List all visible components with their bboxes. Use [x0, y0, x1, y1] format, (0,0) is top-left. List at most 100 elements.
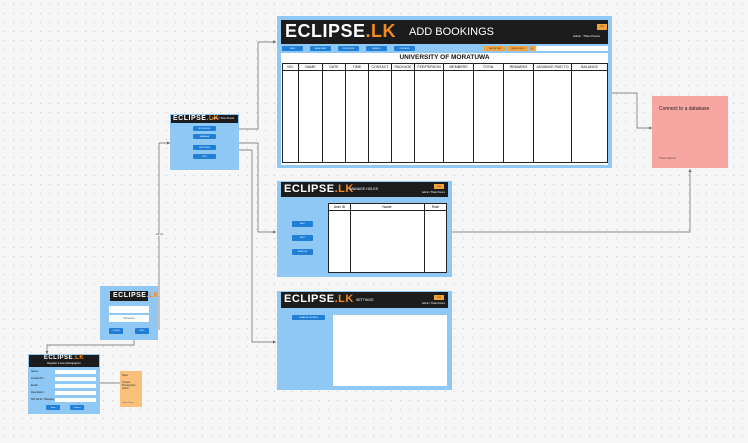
- logout-button[interactable]: LOG: [434, 295, 444, 300]
- brand-logo: ECLIPSE.LK: [284, 293, 354, 305]
- col-header: Name: [382, 205, 392, 209]
- connector-dashboard-settings: [239, 149, 276, 343]
- user-label: Admin : Tharu Perera: [573, 34, 600, 38]
- page-title: SETTINGS: [356, 298, 374, 302]
- brand-logo: ECLIPSE.LK: [113, 292, 160, 299]
- toolbar-save-button[interactable]: SAVE NEW: [310, 46, 331, 51]
- col-header: REMARKS: [503, 63, 534, 71]
- toolbar-cancel-button[interactable]: CANCEL: [366, 46, 387, 51]
- menu-exit-button[interactable]: EXIT: [193, 154, 216, 159]
- connector-login-dashboard: [158, 142, 170, 330]
- bookings-table: NO. NAME DATE TIME CONTACT PACKAGE FEE/P…: [282, 63, 608, 163]
- note-author: Tharu Perera: [122, 402, 134, 404]
- col-header: Role: [432, 205, 439, 209]
- search-input[interactable]: [536, 46, 608, 51]
- edit-button[interactable]: EDIT: [292, 235, 313, 241]
- field-label-email: Email :: [31, 384, 39, 387]
- username-input[interactable]: [109, 306, 149, 313]
- menu-bookings-button[interactable]: BOOKINGS: [193, 126, 216, 131]
- save-button[interactable]: Save: [46, 405, 60, 410]
- menu-settings-button[interactable]: SETTINGS: [193, 145, 216, 150]
- manage-table: User ID Name Role: [328, 203, 447, 273]
- brand-logo: ECLIPSE.LK: [285, 21, 397, 41]
- logout-button[interactable]: LOG: [434, 184, 444, 189]
- period-select[interactable]: PERIOD 2024: [507, 46, 528, 51]
- database-sticky-note: Connect to a database Tharu Perera: [652, 96, 728, 168]
- col-divider: [350, 204, 351, 273]
- connector-dashboard-bookings: [239, 41, 276, 130]
- cancel-button[interactable]: Cancel: [70, 405, 84, 410]
- note-text: Connect to a database: [659, 106, 710, 112]
- change-details-button[interactable]: CHANGE DETAILS: [292, 315, 325, 320]
- toolbar-new-button[interactable]: NEW: [282, 46, 303, 51]
- settings-header: ECLIPSE.LK SETTINGS LOG Admin / Tharu Pe…: [281, 292, 448, 308]
- manage-frame: ECLIPSE.LK MANAGE HOLES LOG Admin / Thar…: [277, 181, 452, 277]
- col-header: FEE/PERSON: [414, 63, 444, 71]
- bookings-header: ECLIPSE.LK ADD BOOKINGS LOG Admin : Thar…: [281, 20, 608, 44]
- col-header: CONTACT: [368, 63, 392, 71]
- brand-logo: ECLIPSE.LK: [43, 355, 85, 361]
- page-title: MANAGE HOLES: [350, 187, 379, 191]
- register-subtitle: Register a new photographer: [47, 362, 81, 365]
- dashboard-header: ECLIPSE.LK Admin / Tharu Perera: [171, 115, 238, 123]
- add-bookings-frame: ECLIPSE.LK ADD BOOKINGS LOG Admin : Thar…: [277, 16, 612, 168]
- register-frame: ECLIPSE.LK Register a new photographer N…: [28, 354, 100, 414]
- password-input[interactable]: Password: [109, 315, 149, 322]
- page-title: ADD BOOKINGS: [409, 26, 494, 38]
- connector-dashboard-manage: [239, 142, 276, 233]
- user-label: Admin / Tharu Perera: [422, 191, 445, 194]
- brand-logo: ECLIPSE.LK: [284, 183, 354, 195]
- login-header: ECLIPSE.LK: [110, 291, 159, 301]
- table-body-row: [282, 70, 608, 163]
- col-header: NO.: [282, 63, 299, 71]
- note-line: Contact: [122, 381, 131, 384]
- email-input[interactable]: [55, 384, 96, 388]
- col-header: DATE: [322, 63, 346, 71]
- col-header: MEMBERS: [443, 63, 474, 71]
- register-button[interactable]: REG: [135, 328, 149, 334]
- contact-input[interactable]: [55, 377, 96, 381]
- col-divider: [424, 204, 425, 273]
- dashboard-frame: ECLIPSE.LK Admin / Tharu Perera BOOKINGS…: [170, 114, 239, 170]
- brand-logo: ECLIPSE.LK: [173, 115, 220, 122]
- password-label: Password: [123, 317, 135, 320]
- col-header: TIME: [345, 63, 369, 71]
- bookings-table-panel: UNIVERSITY OF MORATUWA NO. NAME DATE TIM…: [281, 53, 608, 165]
- col-header: TOTAL: [473, 63, 504, 71]
- remove-button[interactable]: REMOVE: [292, 249, 313, 255]
- field-label-name: Name :: [31, 370, 40, 373]
- manage-header: ECLIPSE.LK MANAGE HOLES LOG Admin / Thar…: [281, 182, 448, 197]
- connector-manage-db: [452, 169, 691, 233]
- col-header: ADVANCE PAID TO: [533, 63, 572, 71]
- connector-bookings-db: [612, 92, 652, 129]
- field-label-contact: Contact No :: [31, 377, 45, 380]
- bookings-header-row: NO. NAME DATE TIME CONTACT PACKAGE FEE/P…: [282, 63, 608, 71]
- table-header-line: [329, 210, 447, 211]
- col-header: BALANCE: [571, 63, 608, 71]
- settings-panel: [333, 315, 447, 386]
- col-header: PACKAGE: [391, 63, 415, 71]
- note-line: Name: [122, 374, 129, 377]
- field-label-description: Description :: [31, 391, 45, 394]
- logout-button[interactable]: LOG: [597, 24, 607, 30]
- col-header: User ID: [333, 205, 346, 209]
- toolbar-discard-button[interactable]: DISCARD: [394, 46, 415, 51]
- register-header: ECLIPSE.LK Register a new photographer: [29, 355, 99, 367]
- name-input[interactable]: [55, 370, 96, 374]
- report-button[interactable]: REPORT ME: [484, 46, 506, 51]
- note-line: Photography: [122, 384, 136, 387]
- register-sticky-note: Name Contact Photography Admin Tharu Per…: [120, 371, 142, 407]
- university-title: UNIVERSITY OF MORATUWA: [399, 54, 490, 61]
- settings-frame: ECLIPSE.LK SETTINGS LOG Admin / Tharu Pe…: [277, 291, 452, 390]
- period-dropdown-icon[interactable]: ▾: [529, 46, 535, 51]
- menu-manage-button[interactable]: MANAGE: [193, 134, 216, 139]
- note-author: Tharu Perera: [659, 156, 676, 160]
- user-label: Admin / Tharu Perera: [422, 302, 445, 305]
- toolbar-prebook-button[interactable]: PRE BOOK: [338, 46, 359, 51]
- bookings-table-wrap: NO. NAME DATE TIME CONTACT PACKAGE FEE/P…: [282, 63, 608, 163]
- login-button[interactable]: LOGIN: [109, 328, 123, 334]
- add-button[interactable]: ADD: [292, 221, 313, 227]
- nic-input[interactable]: [55, 398, 96, 402]
- description-input[interactable]: [55, 391, 96, 395]
- login-frame: ECLIPSE.LK Password LOGIN REG: [100, 286, 159, 340]
